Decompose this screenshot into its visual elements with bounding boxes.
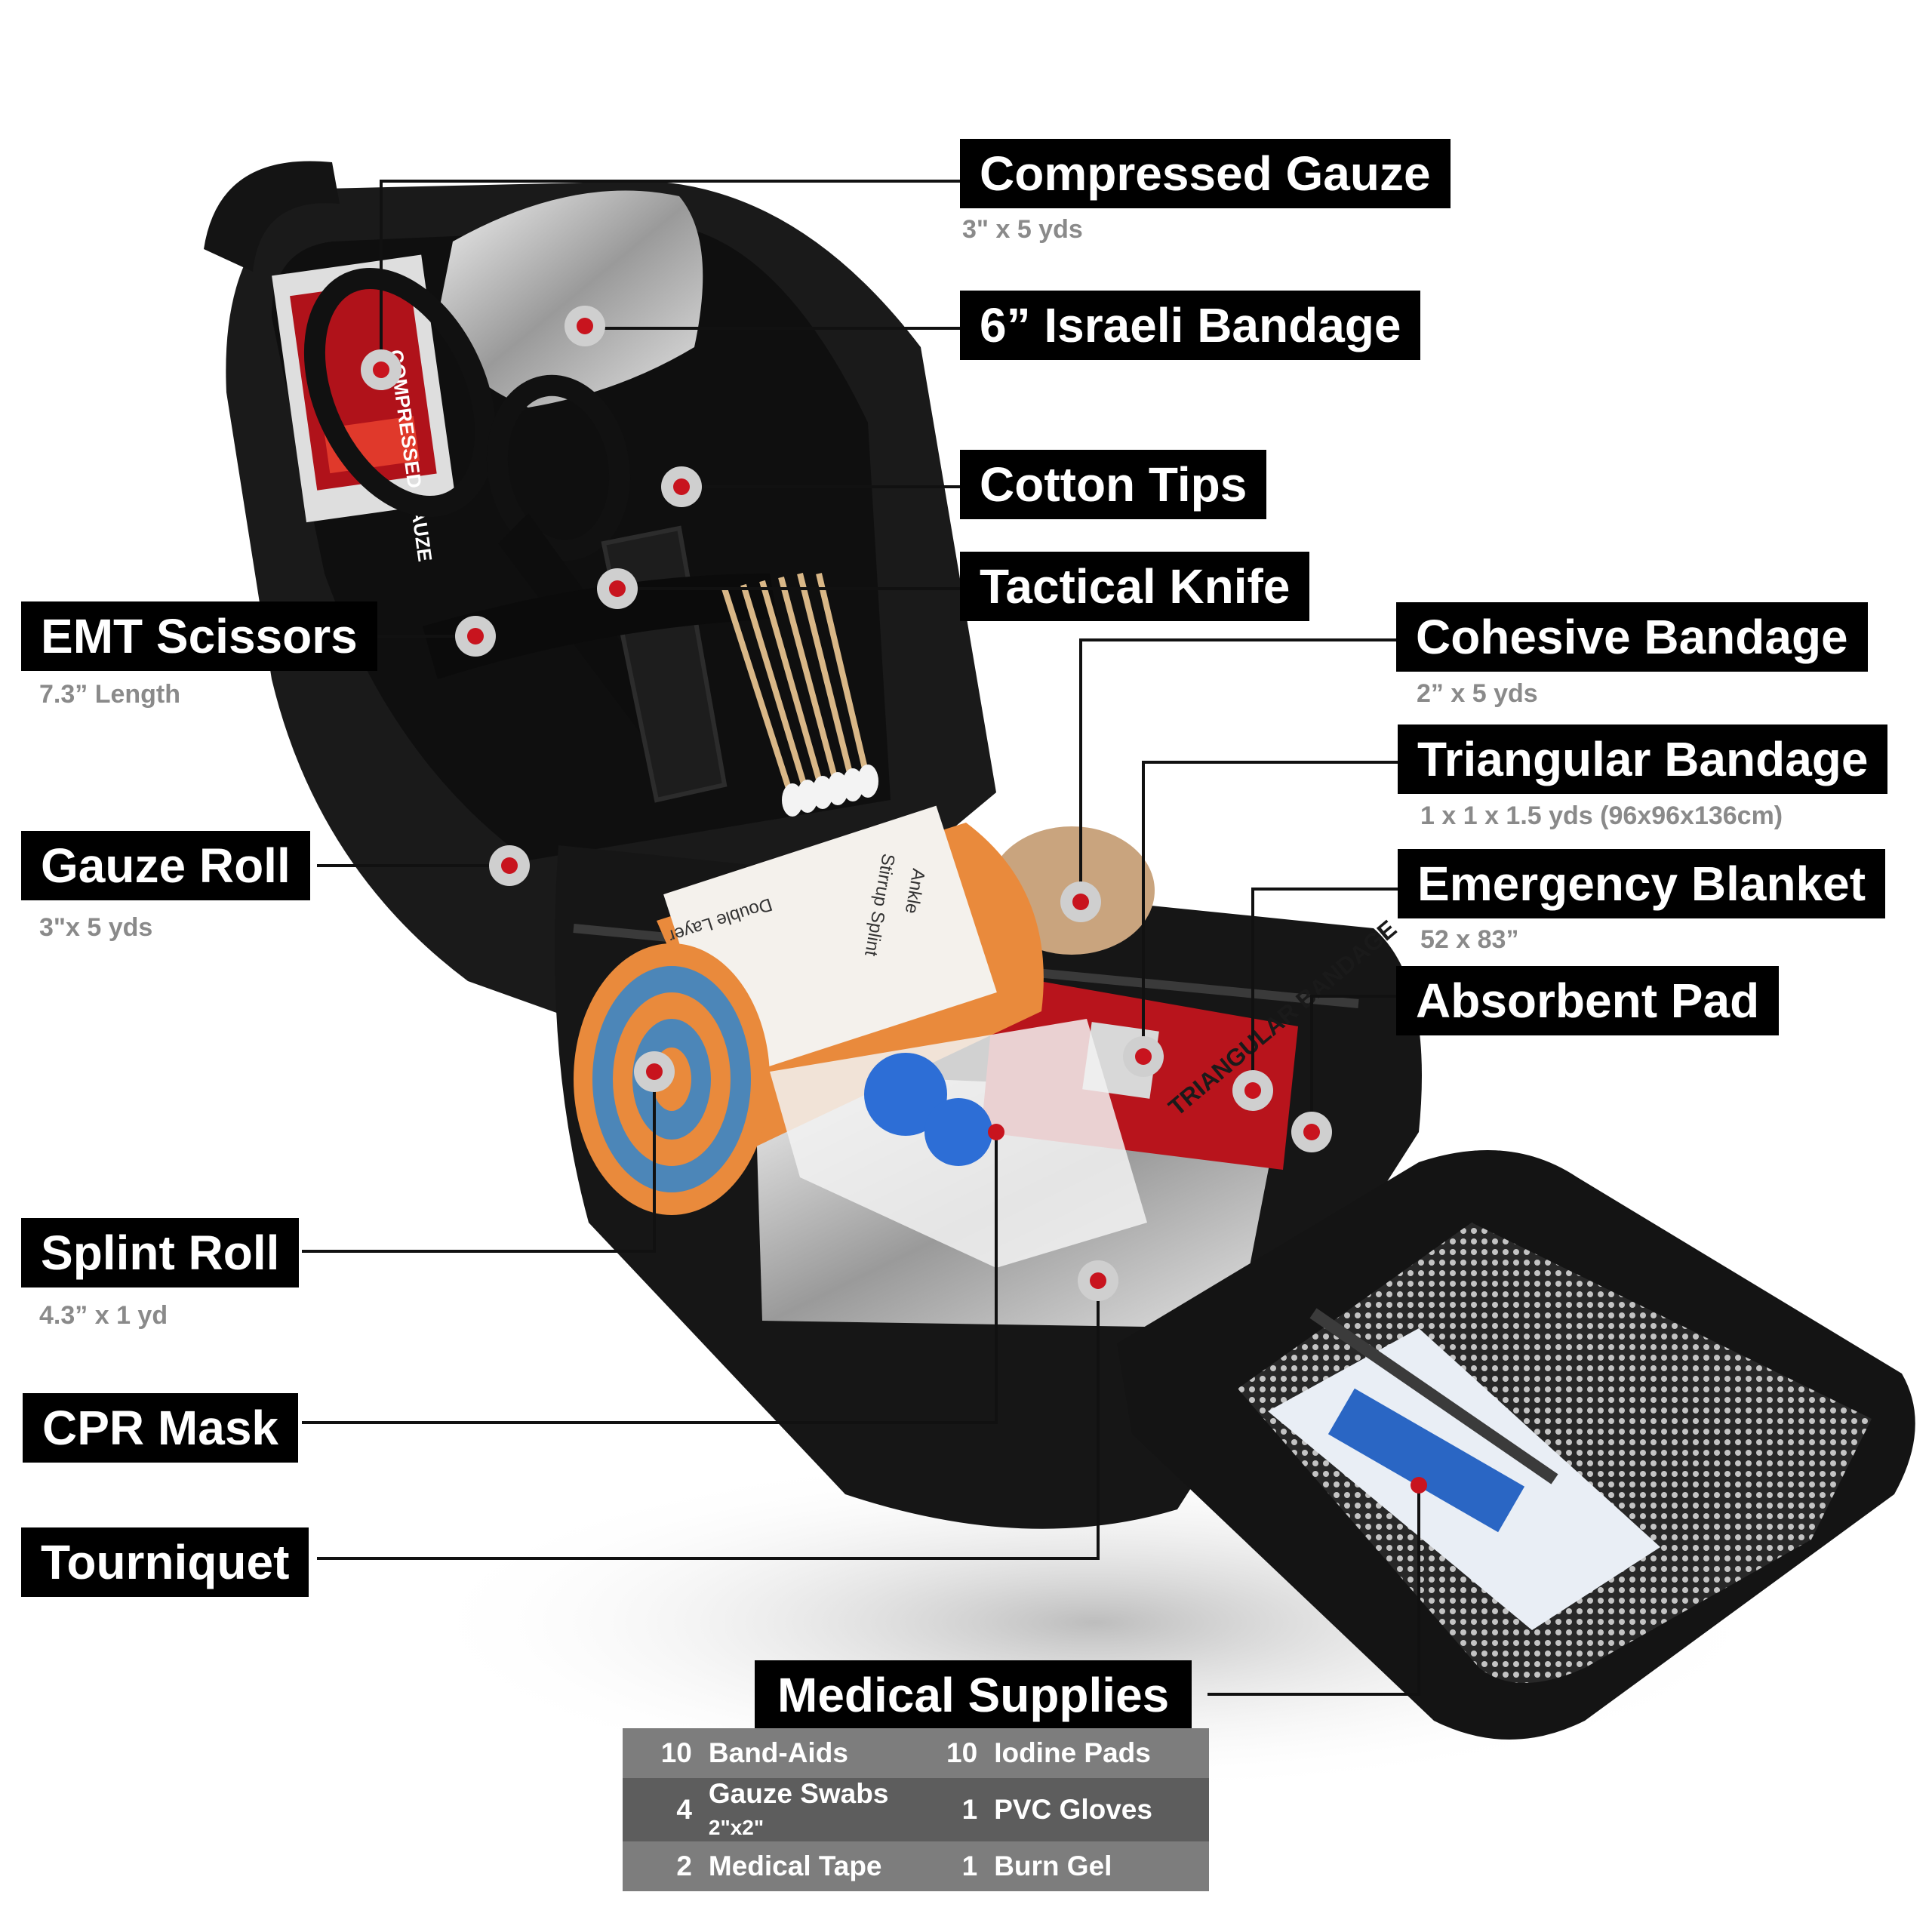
label-cohesive-bandage: Cohesive Bandage bbox=[1396, 602, 1868, 672]
marker-triangular-bandage bbox=[1123, 1036, 1164, 1077]
supply-item: PVC Gloves bbox=[994, 1794, 1152, 1825]
table-row: 10 Band-Aids 10 Iodine Pads bbox=[623, 1728, 1209, 1778]
flap-zipper bbox=[1309, 1308, 1558, 1484]
supply-qty: 1 bbox=[961, 1850, 978, 1881]
carry-handle bbox=[204, 161, 340, 272]
sub-gauze-roll: 3"x 5 yds bbox=[39, 913, 153, 942]
supply-qty: 2 bbox=[676, 1850, 692, 1881]
marker-israeli-bandage bbox=[565, 306, 605, 346]
supply-item: Gauze Swabs bbox=[708, 1778, 889, 1809]
blue-iodine-packet bbox=[1327, 1388, 1525, 1533]
supply-qty: 1 bbox=[961, 1794, 978, 1825]
elastic-strap bbox=[423, 574, 777, 679]
marker-tactical-knife bbox=[597, 568, 638, 609]
marker-emt-scissors bbox=[455, 616, 496, 657]
sub-emergency-blanket: 52 x 83” bbox=[1420, 925, 1519, 954]
label-tourniquet: Tourniquet bbox=[21, 1527, 309, 1597]
label-emt-scissors: EMT Scissors bbox=[21, 601, 377, 671]
supply-item: Iodine Pads bbox=[994, 1737, 1151, 1768]
table-row: 4 Gauze Swabs 2"x2" 1 PVC Gloves bbox=[623, 1778, 1209, 1841]
label-gauze-roll: Gauze Roll bbox=[21, 831, 310, 900]
sub-cohesive-bandage: 2” x 5 yds bbox=[1417, 679, 1538, 708]
supply-qty: 10 bbox=[946, 1737, 978, 1768]
marker-gauze-roll bbox=[489, 845, 530, 886]
marker-compressed-gauze bbox=[361, 349, 401, 390]
cotton-tips-bundle bbox=[721, 573, 871, 801]
supply-qty: 4 bbox=[676, 1794, 692, 1825]
label-israeli-bandage: 6” Israeli Bandage bbox=[960, 291, 1421, 360]
marker-emergency-blanket bbox=[1232, 1070, 1273, 1111]
label-triangular-bandage: Triangular Bandage bbox=[1398, 724, 1888, 794]
marker-tourniquet bbox=[1078, 1260, 1118, 1301]
supply-qty: 10 bbox=[660, 1737, 692, 1768]
splint-roll bbox=[574, 805, 1044, 1215]
marker-cohesive-bandage bbox=[1060, 881, 1101, 922]
marker-splint-roll bbox=[634, 1051, 675, 1092]
label-splint-roll: Splint Roll bbox=[21, 1218, 300, 1287]
sub-emt-scissors: 7.3” Length bbox=[39, 680, 181, 709]
sub-compressed-gauze: 3" x 5 yds bbox=[962, 215, 1083, 244]
marker-medical-supplies bbox=[1411, 1477, 1427, 1494]
emt-scissors bbox=[303, 267, 631, 561]
label-compressed-gauze: Compressed Gauze bbox=[960, 139, 1451, 208]
supply-item-cell: Gauze Swabs 2"x2" bbox=[709, 1778, 931, 1841]
label-tactical-knife: Tactical Knife bbox=[960, 552, 1310, 621]
marker-cpr-mask bbox=[988, 1124, 1004, 1140]
item-markers bbox=[361, 306, 1427, 1494]
cotton-tips-heads bbox=[782, 764, 878, 817]
marker-cotton-tips bbox=[661, 466, 702, 507]
label-cotton-tips: Cotton Tips bbox=[960, 450, 1267, 519]
marker-absorbent-pad bbox=[1291, 1112, 1332, 1152]
israeli-bandage-package bbox=[438, 190, 703, 408]
table-row: 2 Medical Tape 1 Burn Gel bbox=[623, 1841, 1209, 1891]
label-absorbent-pad: Absorbent Pad bbox=[1396, 966, 1780, 1035]
sub-splint-roll: 4.3” x 1 yd bbox=[39, 1301, 168, 1330]
sub-triangular-bandage: 1 x 1 x 1.5 yds (96x96x136cm) bbox=[1420, 801, 1783, 830]
label-emergency-blanket: Emergency Blanket bbox=[1398, 849, 1886, 918]
medical-supplies-table: 10 Band-Aids 10 Iodine Pads 4 Gauze Swab… bbox=[623, 1728, 1209, 1891]
cpr-mask-packet bbox=[770, 1019, 1147, 1268]
supply-item: Band-Aids bbox=[708, 1737, 848, 1768]
supply-item-size: 2"x2" bbox=[708, 1816, 764, 1839]
supply-item: Medical Tape bbox=[708, 1850, 882, 1881]
label-cpr-mask: CPR Mask bbox=[23, 1393, 298, 1463]
label-medical-supplies: Medical Supplies bbox=[755, 1660, 1192, 1730]
supply-item: Burn Gel bbox=[994, 1850, 1112, 1881]
leader-lines bbox=[302, 180, 1420, 1696]
